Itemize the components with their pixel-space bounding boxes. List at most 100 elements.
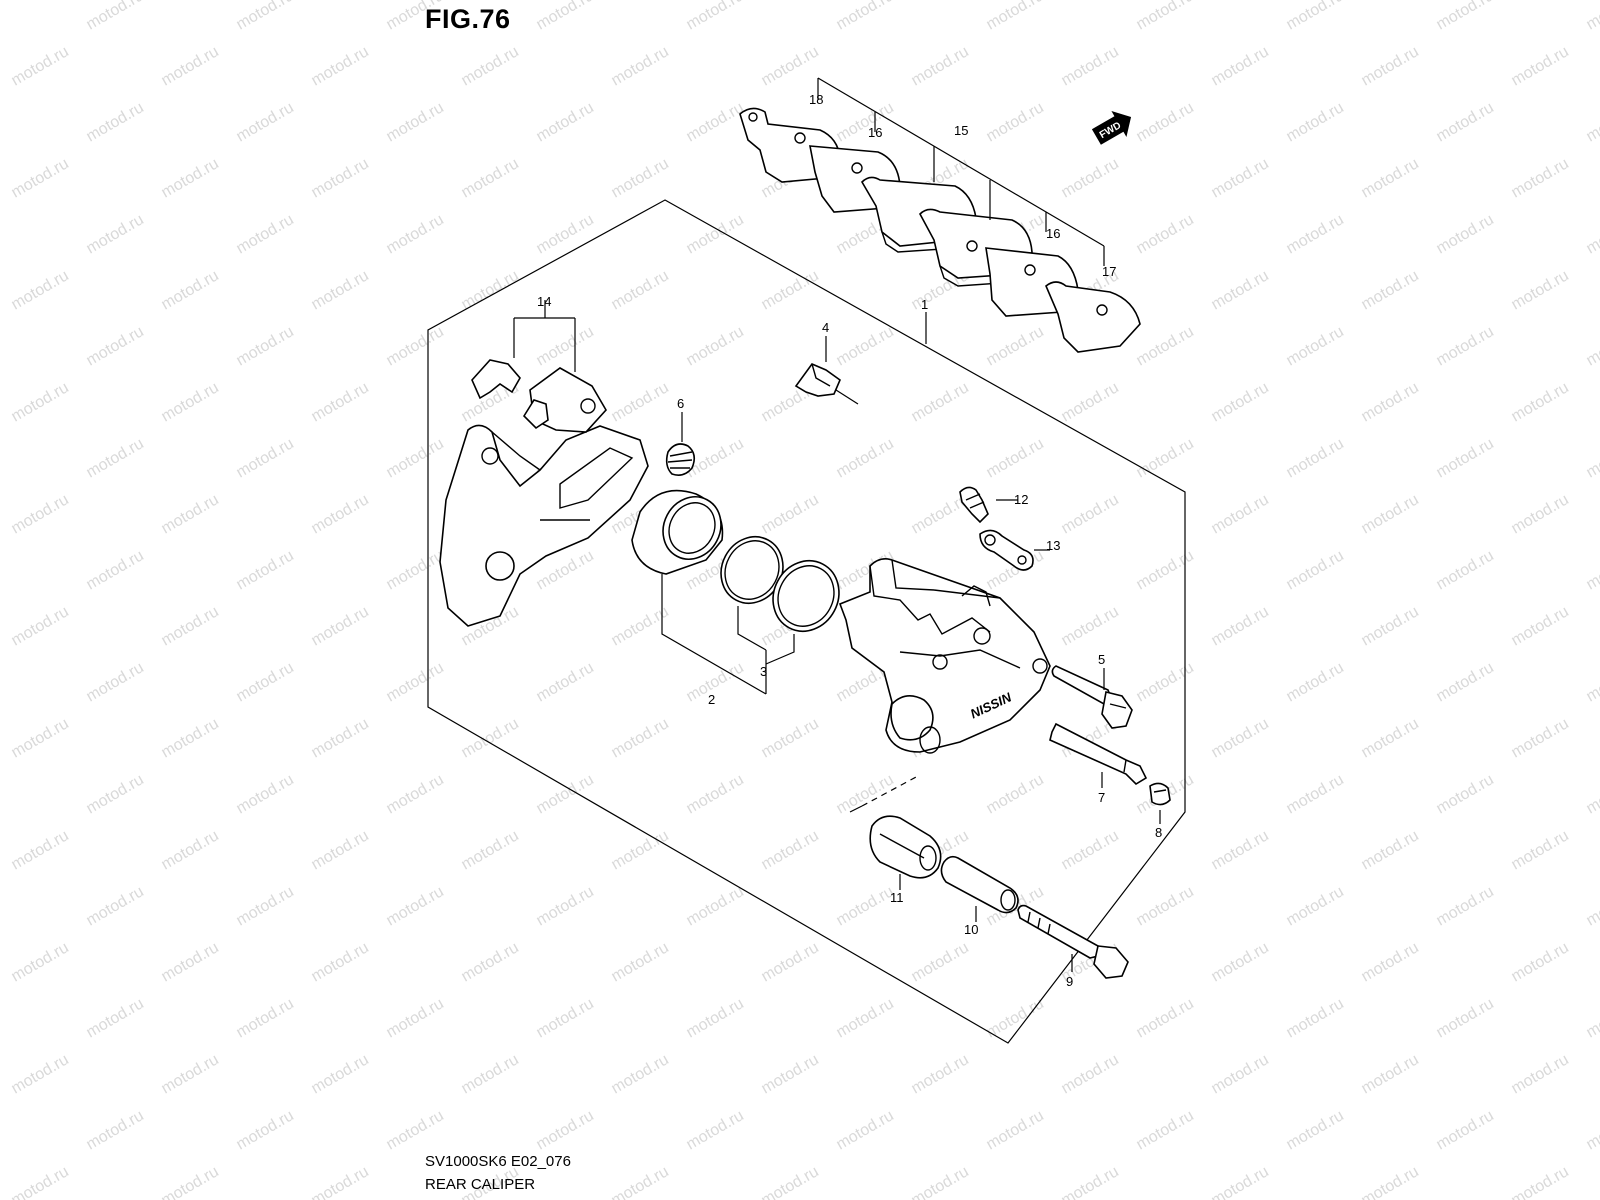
watermark-text: motod.ru (309, 155, 372, 201)
watermark-text: motod.ru (459, 715, 522, 761)
watermark-text: motod.ru (159, 267, 222, 313)
watermark-text: motod.ru (534, 211, 597, 257)
watermark-text: motod.ru (84, 0, 147, 33)
watermark-text: motod.ru (759, 1163, 822, 1200)
assembly-frame (427, 199, 1186, 1044)
watermark-text: motod.ru (1509, 827, 1572, 873)
watermark-text: motod.ru (684, 323, 747, 369)
watermark-text: motod.ru (1284, 0, 1347, 33)
watermark-text: motod.ru (1509, 1051, 1572, 1097)
watermark-text: motod.ru (684, 883, 747, 929)
watermark-text: motod.ru (384, 883, 447, 929)
pad-pin-bolt (1051, 665, 1133, 729)
watermark-text: motod.ru (1509, 939, 1572, 985)
watermark-text: motod.ru (159, 379, 222, 425)
watermark-text: motod.ru (1134, 0, 1197, 33)
watermark-text: motod.ru (309, 1163, 372, 1200)
callout-16-right: 16 (1046, 226, 1060, 241)
watermark-text: motod.ru (1134, 547, 1197, 593)
watermark-text: motod.ru (834, 323, 897, 369)
watermark-text: motod.ru (609, 715, 672, 761)
callout-labels: 1 2 3 4 5 6 7 8 9 10 11 12 13 14 15 16 1… (537, 92, 1162, 989)
watermark-text: motod.ru (1209, 603, 1272, 649)
watermark-text: motod.ru (234, 435, 297, 481)
watermark-text: motod.ru (1059, 1163, 1122, 1200)
watermark-text: motod.ru (309, 267, 372, 313)
watermark-text: motod.ru (1284, 771, 1347, 817)
watermark-text: motod.ru (384, 995, 447, 1041)
watermark-text: motod.ru (1359, 827, 1422, 873)
watermark-text: motod.ru (1209, 1163, 1272, 1200)
slide-pin-boot (869, 815, 942, 890)
watermark-text: motod.ru (1059, 491, 1122, 537)
slide-pin (1049, 722, 1148, 788)
watermark-text: motod.ru (234, 771, 297, 817)
watermark-text: motod.ru (984, 99, 1047, 145)
watermark-text: motod.ru (309, 715, 372, 761)
brake-pad-set (739, 77, 1141, 353)
watermark-text: motod.ru (1584, 883, 1600, 929)
watermark-text: motod.ru (384, 211, 447, 257)
callout-7: 7 (1098, 790, 1105, 805)
watermark-text: motod.ru (1134, 995, 1197, 1041)
watermark-text: motod.ru (984, 1107, 1047, 1153)
watermark-text: motod.ru (984, 323, 1047, 369)
watermark-text: motod.ru (1584, 547, 1600, 593)
callout-18: 18 (809, 92, 823, 107)
watermark-text: motod.ru (159, 715, 222, 761)
watermark-text: motod.ru (1284, 211, 1347, 257)
watermark-text: motod.ru (9, 939, 72, 985)
watermark-text: motod.ru (1434, 323, 1497, 369)
watermark-text: motod.ru (834, 995, 897, 1041)
watermark-text: motod.ru (1584, 771, 1600, 817)
watermark-text: motod.ru (159, 43, 222, 89)
watermark-text: motod.ru (1434, 0, 1497, 33)
watermark-text: motod.ru (84, 323, 147, 369)
watermark-text: motod.ru (1059, 379, 1122, 425)
watermark-text: motod.ru (9, 1163, 72, 1200)
watermark-text: motod.ru (384, 0, 447, 33)
watermark-text: motod.ru (234, 323, 297, 369)
sleeve (940, 855, 1019, 922)
watermark-text: motod.ru (1209, 155, 1272, 201)
watermark-text: motod.ru (1359, 939, 1422, 985)
watermark-text: motod.ru (909, 1051, 972, 1097)
callout-11: 11 (890, 890, 904, 905)
watermark-text: motod.ru (1209, 491, 1272, 537)
watermark-text: motod.ru (759, 827, 822, 873)
watermark-text: motod.ru (1209, 715, 1272, 761)
watermark-text: motod.ru (1509, 379, 1572, 425)
watermark-text: motod.ru (309, 1051, 372, 1097)
watermark-text: motod.ru (234, 211, 297, 257)
watermark-text: motod.ru (1509, 491, 1572, 537)
watermark-text: motod.ru (1134, 659, 1197, 705)
watermark-text: motod.ru (1584, 99, 1600, 145)
watermark-text: motod.ru (159, 1163, 222, 1200)
watermark-text: motod.ru (309, 939, 372, 985)
watermark-text: motod.ru (84, 995, 147, 1041)
watermark-text: motod.ru (84, 771, 147, 817)
watermark-text: motod.ru (909, 939, 972, 985)
watermark-text: motod.ru (1434, 883, 1497, 929)
watermark-text: motod.ru (384, 99, 447, 145)
watermark-text: motod.ru (9, 827, 72, 873)
watermark-text: motod.ru (84, 883, 147, 929)
watermark-text: motod.ru (384, 323, 447, 369)
watermark-text: motod.ru (1509, 1163, 1572, 1200)
callout-17: 17 (1102, 264, 1116, 279)
watermark-text: motod.ru (984, 0, 1047, 33)
watermark-text: motod.ru (1434, 995, 1497, 1041)
watermark-text: motod.ru (1134, 323, 1197, 369)
callout-9: 9 (1066, 974, 1073, 989)
watermark-text: motod.ru (459, 43, 522, 89)
watermark-text: motod.ru (1509, 715, 1572, 761)
watermark-text: motod.ru (684, 771, 747, 817)
watermark-text: motod.ru (459, 827, 522, 873)
watermark-text: motod.ru (84, 547, 147, 593)
watermark-text: motod.ru (1059, 43, 1122, 89)
callout-5: 5 (1098, 652, 1105, 667)
watermark-text: motod.ru (609, 827, 672, 873)
watermark-text: motod.ru (909, 1163, 972, 1200)
fwd-badge: FWD (1091, 111, 1132, 145)
